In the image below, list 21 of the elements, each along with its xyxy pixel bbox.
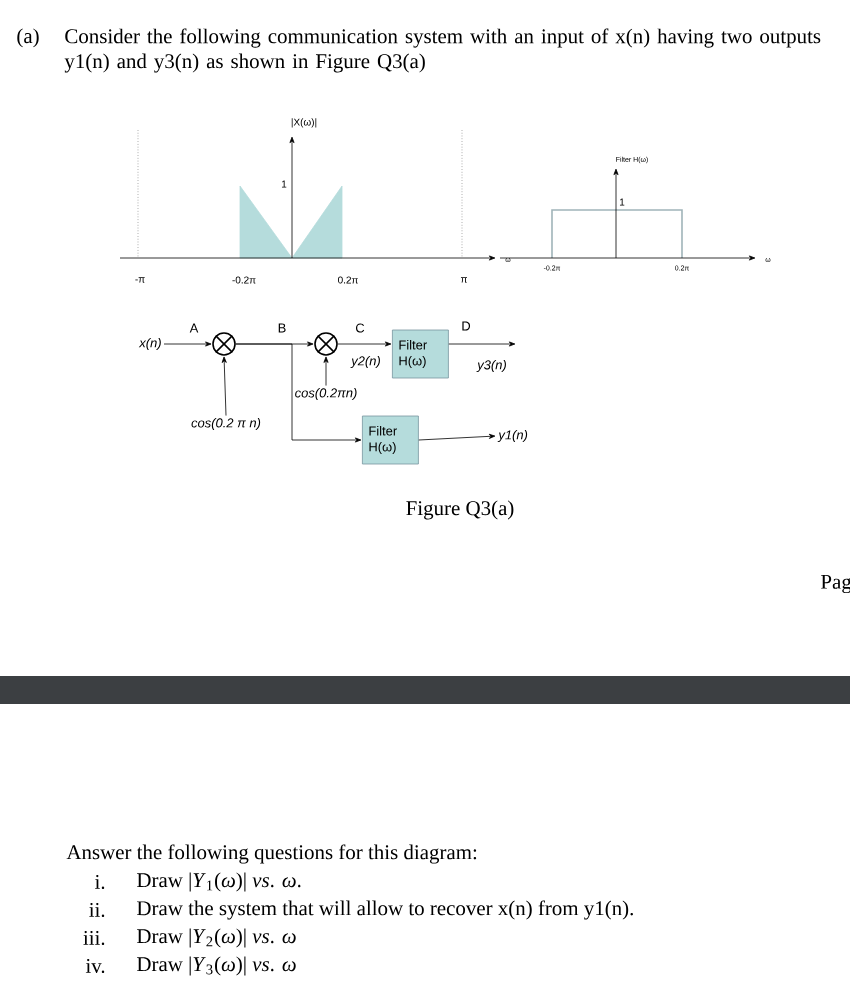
part-number: (a): [17, 28, 39, 48]
question-item: Draw the system that will allow to recover x(n) from y1(n).: [137, 900, 633, 920]
arrow: [418, 433, 496, 441]
item-number: ii.: [89, 902, 105, 918]
arrow: [163, 341, 212, 347]
multiplier-symbol: [314, 332, 338, 356]
question-text: Consider the following communication system with an input of x(n) having two outputs y1(n) and y3(n) as shown in Figure Q3(a): [64, 28, 821, 73]
multiplier-symbol: [212, 332, 236, 356]
question-text: Answer the following questions for this diagram:: [66, 844, 477, 864]
arrow: [448, 341, 516, 347]
item-number: iii.: [83, 930, 105, 946]
arrow: [337, 341, 392, 347]
arrow: [221, 356, 227, 416]
question-item: Draw |Y$_{3}$(ω)| vs. ω: [137, 956, 296, 976]
arrow: [235, 343, 362, 443]
figure-caption: Figure Q3(a): [406, 500, 514, 520]
item-number: iv.: [85, 958, 105, 974]
item-number: i.: [95, 874, 105, 890]
question-item: Draw |Y$_{2}$(ω)| vs. ω: [137, 928, 296, 948]
question-item: Draw |Y$_{1}$(ω)| vs. ω.: [137, 872, 301, 892]
arrow: [323, 356, 329, 386]
